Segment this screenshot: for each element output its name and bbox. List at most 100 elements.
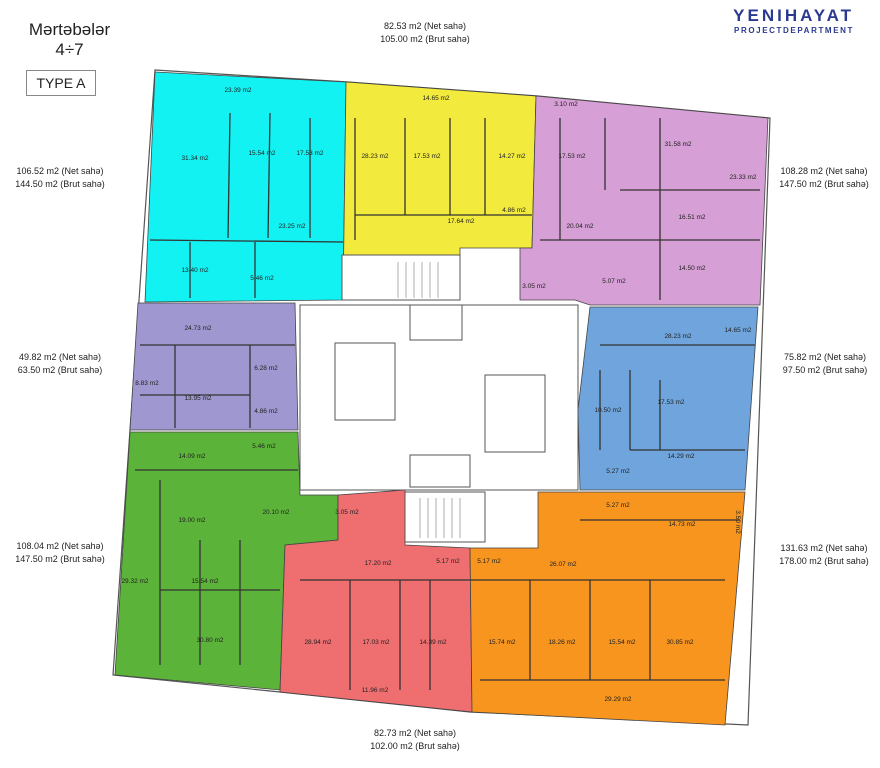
unit-northwest — [144, 71, 347, 303]
room-area-label: 17.03 m2 — [362, 639, 389, 646]
room-area-label: 5.27 m2 — [606, 502, 630, 509]
room-area-label: 4.86 m2 — [502, 207, 526, 214]
room-area-label: 5.17 m2 — [436, 558, 460, 565]
gross-area: 102.00 m2 (Brut sahə) — [370, 741, 460, 751]
room-area-label: 15.54 m2 — [248, 150, 275, 157]
room-area-label: 3.50 m2 — [734, 510, 741, 534]
room-area-label: 20.10 m2 — [262, 509, 289, 516]
net-area: 131.63 m2 (Net sahə) — [780, 543, 868, 553]
room-area-label: 15.54 m2 — [608, 639, 635, 646]
room-area-label: 19.00 m2 — [178, 517, 205, 524]
stair-south — [404, 491, 486, 543]
net-area: 49.82 m2 (Net sahə) — [18, 352, 102, 362]
room-area-label: 30.85 m2 — [666, 639, 693, 646]
room-area-label: 17.20 m2 — [364, 560, 391, 567]
unit-south — [279, 489, 473, 713]
room-area-label: 14.50 m2 — [678, 265, 705, 272]
floors-value: 4÷7 — [55, 40, 84, 59]
gross-area: 63.50 m2 (Brut sahə) — [17, 365, 103, 375]
area-label-southwest: 108.04 m2 (Net sahə) 147.50 m2 (Brut sah… — [0, 540, 120, 566]
core-area — [299, 254, 579, 543]
unit-northeast — [519, 95, 769, 306]
unit-east — [577, 306, 759, 491]
room-area-label: 14.73 m2 — [668, 521, 695, 528]
room-area-label: 17.53 m2 — [413, 153, 440, 160]
lift-south — [409, 454, 471, 488]
room-area-label: 14.65 m2 — [724, 327, 751, 334]
room-area-label: 14.39 m2 — [419, 639, 446, 646]
area-label-north: 82.53 m2 (Net sahə) 105.00 m2 (Brut sahə… — [360, 20, 490, 46]
room-area-label: 11.96 m2 — [362, 687, 389, 694]
net-area: 106.52 m2 (Net sahə) — [16, 166, 104, 176]
room-area-label: 31.58 m2 — [664, 141, 691, 148]
gross-area: 144.50 m2 (Brut sahə) — [15, 179, 105, 189]
room-area-label: 10.50 m2 — [594, 407, 621, 414]
gross-area: 178.00 m2 (Brut sahə) — [779, 556, 869, 566]
room-area-label: 16.51 m2 — [678, 214, 705, 221]
room-area-label: 28.23 m2 — [664, 333, 691, 340]
net-area: 75.82 m2 (Net sahə) — [783, 352, 867, 362]
type-badge: TYPE A — [26, 70, 96, 96]
logo-brand: YENIHAYAT — [733, 6, 854, 25]
net-area: 108.04 m2 (Net sahə) — [16, 541, 104, 551]
room-area-label: 13.95 m2 — [184, 395, 211, 402]
room-area-label: 5.46 m2 — [252, 443, 276, 450]
net-area: 82.53 m2 (Net sahə) — [383, 21, 467, 31]
gross-area: 147.50 m2 (Brut sahə) — [15, 554, 105, 564]
room-area-label: 23.33 m2 — [729, 174, 756, 181]
room-area-label: 29.29 m2 — [604, 696, 631, 703]
room-area-label: 14.29 m2 — [667, 453, 694, 460]
room-area-label: 23.39 m2 — [224, 87, 251, 94]
lift-west — [334, 342, 396, 421]
floors-label: Mərtəbələr — [28, 20, 111, 39]
room-area-label: 8.83 m2 — [135, 380, 159, 387]
room-area-label: 14.09 m2 — [178, 453, 205, 460]
room-area-label: 20.04 m2 — [566, 223, 593, 230]
room-area-label: 17.53 m2 — [296, 150, 323, 157]
net-area: 108.28 m2 (Net sahə) — [780, 166, 868, 176]
room-area-label: 15.74 m2 — [488, 639, 515, 646]
net-area: 82.73 m2 (Net sahə) — [373, 728, 457, 738]
area-label-south: 82.73 m2 (Net sahə) 102.00 m2 (Brut sahə… — [350, 727, 480, 753]
room-area-label: 26.07 m2 — [549, 561, 576, 568]
unit-southeast — [469, 491, 746, 726]
room-area-label: 3.05 m2 — [522, 283, 546, 290]
area-label-northwest: 106.52 m2 (Net sahə) 144.50 m2 (Brut sah… — [0, 165, 120, 191]
stair-north — [341, 254, 461, 301]
room-area-label: 23.25 m2 — [278, 223, 305, 230]
room-area-label: 28.23 m2 — [361, 153, 388, 160]
gross-area: 97.50 m2 (Brut sahə) — [782, 365, 868, 375]
room-area-label: 5.27 m2 — [606, 468, 630, 475]
interior-walls — [135, 112, 760, 690]
room-area-label: 24.73 m2 — [184, 325, 211, 332]
logo-department: PROJECTDEPARTMENT — [734, 26, 854, 35]
lift-east — [484, 374, 546, 453]
gross-area: 147.50 m2 (Brut sahə) — [779, 179, 869, 189]
area-label-west: 49.82 m2 (Net sahə) 63.50 m2 (Brut sahə) — [0, 351, 120, 377]
room-area-label: 3.10 m2 — [554, 101, 578, 108]
room-area-label: 28.94 m2 — [304, 639, 331, 646]
room-area-label: 5.17 m2 — [477, 558, 501, 565]
room-area-label: 3.05 m2 — [335, 509, 359, 516]
room-area-label: 5.07 m2 — [602, 278, 626, 285]
area-label-southeast: 131.63 m2 (Net sahə) 178.00 m2 (Brut sah… — [768, 542, 880, 568]
area-label-northeast: 108.28 m2 (Net sahə) 147.50 m2 (Brut sah… — [768, 165, 880, 191]
floors-heading: Mərtəbələr 4÷7 — [22, 20, 117, 60]
room-area-label: 29.32 m2 — [121, 578, 148, 585]
room-area-label: 15.54 m2 — [191, 578, 218, 585]
room-area-label: 30.80 m2 — [196, 637, 223, 644]
room-area-label: 17.53 m2 — [558, 153, 585, 160]
room-area-label: 18.26 m2 — [548, 639, 575, 646]
room-area-label: 6.28 m2 — [254, 365, 278, 372]
lift-north — [409, 304, 463, 341]
unit-west — [129, 302, 299, 431]
room-area-label: 14.27 m2 — [498, 153, 525, 160]
room-area-label: 13.40 m2 — [181, 267, 208, 274]
room-area-label: 14.65 m2 — [422, 95, 449, 102]
area-label-east: 75.82 m2 (Net sahə) 97.50 m2 (Brut sahə) — [770, 351, 880, 377]
stair-treads — [397, 262, 461, 538]
room-area-label: 17.64 m2 — [447, 218, 474, 225]
room-area-label: 17.53 m2 — [657, 399, 684, 406]
